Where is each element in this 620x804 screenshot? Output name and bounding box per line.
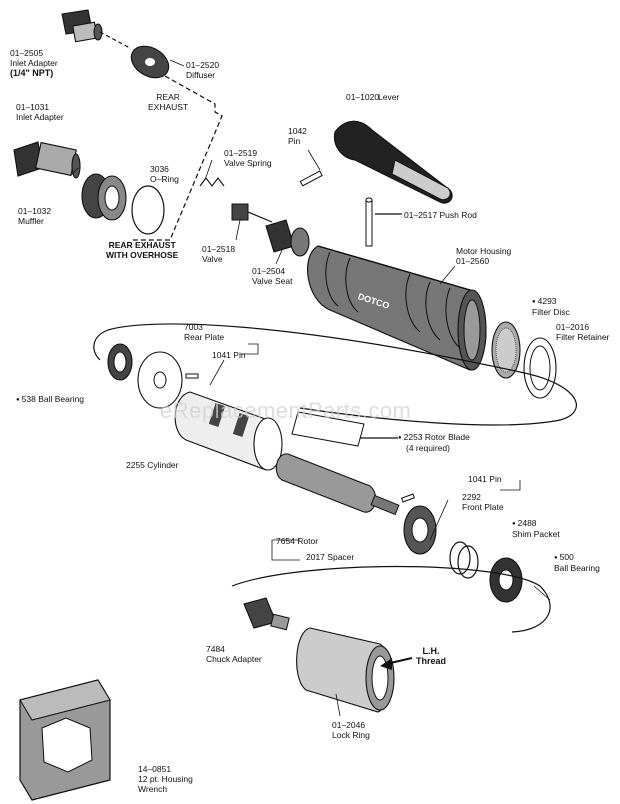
lever-part [299,120,453,204]
rotor-part [275,453,400,516]
label-filter-retainer: 01–2016 Filter Retainer [556,322,610,342]
label-rotor: 7654 Rotor [276,536,319,546]
watermark-text: eReplacementParts.com [160,398,412,423]
label-muffler: 01–1032 Muffler [18,206,52,226]
label-pin-1042: 1042 Pin [288,126,307,146]
label-housing-wrench: 14–0851 12 pt. Housing Wrench [138,764,193,794]
lock-ring-part [296,627,395,713]
label-ball-bearing-538: 538 Ball Bearing [16,394,84,405]
motor-housing-part: DOTCO [306,245,487,371]
label-shim-packet: 2488 Shim Packet [512,518,560,539]
ball-bearing-500-part [489,557,523,603]
valve-part [231,203,273,223]
push-rod-part [365,197,373,247]
label-front-plate: 2292 Front Plate [462,492,504,512]
label-lever-name: Lever [378,92,400,102]
shim-packet-part [449,541,479,579]
muffler-part [81,173,127,221]
filter-retainer-part [523,337,557,399]
filter-disc-part [491,321,521,379]
label-inlet-adapter-npt: 01–2505 Inlet Adapter (1/4" NPT) [10,48,58,78]
label-rear-plate: 7003 Rear Plate [184,322,225,342]
o-ring-part [131,185,165,235]
label-spacer: 2017 Spacer [306,552,355,562]
label-ball-bearing-500: 500 Ball Bearing [554,552,600,573]
label-lh-thread: L.H. Thread [416,646,447,666]
label-inlet-adapter: 01–1031 Inlet Adapter [16,102,64,122]
label-rear-exhaust: REAR EXHAUST [148,92,189,112]
label-pin-1041-a: 1041 Pin [212,350,246,360]
label-rotor-blade: 2253 Rotor Blade (4 required) [398,432,470,453]
valve-seat-part [265,219,310,257]
housing-wrench-part [19,679,111,801]
label-motor-housing: Motor Housing 01–2560 [456,246,512,266]
front-plate-part [403,505,437,555]
label-lock-ring: 01–2046 Lock Ring [332,720,370,740]
inlet-adapter-npt-part [61,9,103,43]
inlet-adapter-part [13,141,81,179]
label-rear-exhaust-overhose: REAR EXHAUST WITH OVERHOSE [106,240,179,260]
chuck-adapter-part [243,597,290,631]
label-chuck-adapter: 7484 Chuck Adapter [206,644,262,664]
label-valve: 01–2518 Valve [202,244,236,264]
label-o-ring: 3036 O–Ring [150,164,179,184]
rear-plate-part [137,351,183,409]
rotor-blade-part [291,411,365,447]
lh-thread-arrow [380,657,413,670]
label-valve-seat: 01–2504 Valve Seat [252,266,293,286]
valve-spring-part [199,177,225,187]
label-valve-spring: 01–2519 Valve Spring [224,148,272,168]
label-cylinder: 2255 Cylinder [126,460,179,470]
diffuser-part [130,45,170,79]
label-diffuser: 01–2520 Diffuser [186,60,220,80]
label-pin-1041-b: 1041 Pin [468,474,502,484]
ball-bearing-538-part [107,343,133,381]
label-push-rod: 01–2517 Push Rod [404,210,477,220]
label-filter-disc: 4293 Filter Disc [532,296,570,317]
cylinder-part [174,391,283,471]
